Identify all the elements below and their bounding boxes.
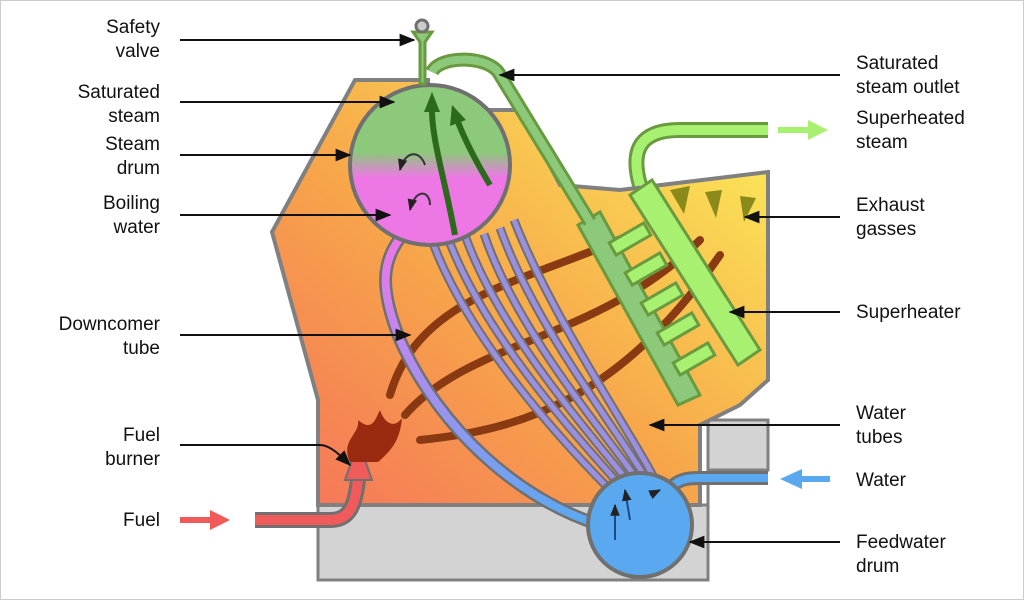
label-fuel: Fuel <box>123 510 160 531</box>
label-downcomer-tube-2: tube <box>123 338 160 359</box>
label-fuel-burner-2: burner <box>105 449 161 470</box>
label-boiling-water-2: water <box>113 217 161 238</box>
superheater <box>575 122 768 407</box>
fuel-arrow <box>180 510 230 530</box>
label-water: Water <box>856 470 907 491</box>
left-labels: Safety valve Saturated steam Steam drum … <box>59 17 161 531</box>
label-superheated-steam-1: Superheated <box>856 108 965 129</box>
label-feedwater-drum-1: Feedwater <box>856 532 946 553</box>
label-boiling-water-1: Boiling <box>103 193 160 214</box>
label-safety-valve-2: valve <box>116 41 160 62</box>
label-saturated-steam-outlet-2: steam outlet <box>856 77 960 98</box>
leader-lines <box>180 33 840 549</box>
label-superheated-steam-2: steam <box>856 132 908 153</box>
water-arrow <box>780 469 830 489</box>
label-safety-valve-1: Safety <box>106 17 160 38</box>
feedwater-drum <box>586 471 694 579</box>
safety-valve <box>410 30 435 86</box>
label-saturated-steam-1: Saturated <box>78 82 160 103</box>
label-feedwater-drum-2: drum <box>856 556 899 577</box>
burner-flame <box>347 410 402 462</box>
superheated-steam-arrow <box>778 120 828 140</box>
label-water-tubes-2: tubes <box>856 427 902 448</box>
label-exhaust-gasses-2: gasses <box>856 219 916 240</box>
label-exhaust-gasses-1: Exhaust <box>856 195 925 216</box>
label-saturated-steam-2: steam <box>108 106 160 127</box>
label-steam-drum-1: Steam <box>105 134 160 155</box>
label-superheater: Superheater <box>856 302 961 323</box>
label-steam-drum-2: drum <box>117 158 160 179</box>
steam-drum <box>348 83 512 247</box>
right-labels: Saturated steam outlet Superheated steam… <box>856 53 965 577</box>
label-saturated-steam-outlet-1: Saturated <box>856 53 938 74</box>
label-fuel-burner-1: Fuel <box>123 425 160 446</box>
label-downcomer-tube-1: Downcomer <box>59 314 161 335</box>
steam-flow <box>429 109 493 236</box>
label-water-tubes-1: Water <box>856 403 907 424</box>
